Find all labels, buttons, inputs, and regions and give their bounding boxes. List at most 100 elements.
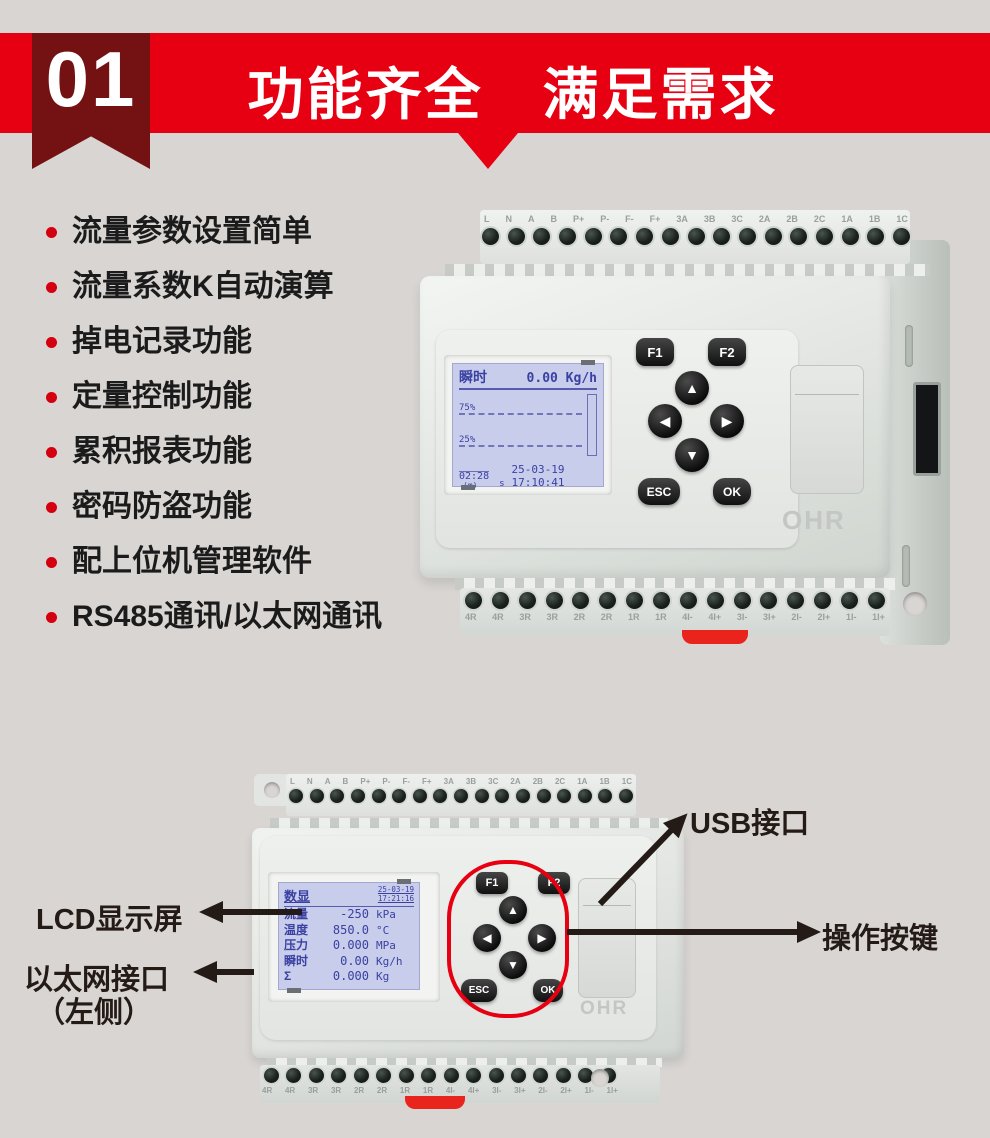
brand-logo: OHR	[580, 998, 629, 1019]
ribbon-badge: 01	[32, 33, 150, 169]
terminal-label: 4R	[284, 1086, 296, 1095]
terminal-label: 1R	[399, 1086, 411, 1095]
up-button: ▲	[675, 371, 709, 405]
terminal-screw	[264, 1068, 279, 1083]
section-number: 01	[45, 35, 137, 123]
terminal-label: 3B	[703, 214, 716, 224]
terminal-label: 3R	[330, 1086, 342, 1095]
terminal-label: 2C	[813, 214, 826, 224]
terminal-label: A	[527, 214, 535, 224]
f1-button: F1	[636, 338, 674, 366]
lcd-row-value: 850.0	[332, 922, 369, 937]
terminal-screw	[330, 789, 345, 803]
label-usb-port: USB接口	[690, 808, 810, 840]
up-arrow-icon: ▲	[685, 380, 699, 396]
terminal-label: 1A	[841, 214, 853, 224]
terminal-screw	[533, 228, 551, 245]
terminal-screw	[286, 1068, 302, 1083]
terminal-screw	[474, 789, 489, 803]
lcd-date: 25-03-19	[377, 885, 414, 894]
esc-button: ESC	[638, 478, 680, 505]
mounting-hole	[591, 1069, 609, 1087]
terminal-label: 2B	[532, 777, 543, 786]
terminal-label: 2B	[786, 214, 798, 224]
terminal-screw	[353, 1068, 369, 1083]
feature-item: 掉电记录功能	[44, 324, 444, 360]
label-ethernet-port: 以太网接口	[24, 964, 170, 996]
terminal-label: 2R	[376, 1086, 388, 1095]
terminal-label: 3R	[546, 612, 558, 622]
terminal-label: F+	[422, 777, 432, 786]
terminal-label: 2A	[510, 777, 521, 786]
terminal-label: 2C	[554, 777, 566, 786]
section-banner	[0, 33, 990, 133]
terminal-label: 1R	[655, 612, 667, 622]
terminal-label: B	[342, 777, 349, 786]
terminal-label: 1A	[577, 777, 588, 786]
terminal-screw	[491, 592, 509, 609]
terminal-screw	[412, 789, 427, 803]
right-button: ▶	[528, 924, 556, 952]
terminal-screw	[371, 789, 386, 803]
terminal-screw	[706, 592, 724, 609]
terminal-label: L	[290, 777, 295, 786]
feature-item: 密码防盗功能	[44, 489, 444, 525]
terminal-screw	[653, 592, 671, 609]
arrow-to-lcd-shaft	[220, 909, 302, 915]
terminal-screw	[559, 228, 577, 245]
terminal-label: 1C	[896, 214, 908, 224]
terminal-screw	[545, 592, 563, 609]
lcd-status-row: 02:28 (m) s 25-03-19 17:10:41	[459, 463, 597, 490]
housing-ribs	[455, 578, 895, 590]
terminal-label: 4R	[492, 612, 504, 622]
lcd-row-value: 0.000	[332, 938, 369, 952]
terminal-label: P-	[600, 214, 610, 224]
terminal-screw	[309, 789, 324, 803]
terminal-screw	[599, 592, 617, 609]
terminal-screw	[578, 1068, 594, 1083]
terminal-screws-top	[482, 228, 910, 245]
terminal-label: P+	[572, 214, 585, 224]
terminal-label: 1I-	[584, 1086, 594, 1095]
terminal-label: 3I-	[736, 612, 748, 622]
terminal-label: 2R	[600, 612, 613, 622]
terminal-label: A	[324, 777, 331, 786]
terminal-screw	[421, 1068, 437, 1083]
terminal-label: 4I+	[708, 612, 722, 622]
terminal-label: 2I+	[817, 612, 831, 622]
terminal-screw	[443, 1068, 459, 1083]
down-arrow-icon: ▼	[685, 447, 699, 463]
terminal-label: 1R	[422, 1086, 434, 1095]
lcd-datetime: 25-03-19 17:21:16	[377, 885, 414, 905]
lcd-row: 流量 -250 kPa	[284, 907, 414, 923]
terminal-screw	[392, 789, 407, 803]
lcd-screen: 瞬时 0.00 Kg/h 75% 25% 02:28 (m) s 25-03-1…	[452, 360, 604, 490]
vent-slot	[905, 325, 913, 367]
terminal-label: N	[505, 214, 512, 224]
side-connector-port	[913, 382, 941, 476]
terminal-screw	[598, 789, 613, 803]
terminal-screw	[790, 228, 808, 245]
lcd-row: 压力 0.000 MPa	[284, 938, 414, 954]
lcd-flow-value: 0.00 Kg/h	[526, 371, 597, 386]
housing-ribs	[270, 818, 668, 828]
terminal-label: F+	[649, 214, 661, 224]
terminal-label: 2I-	[538, 1086, 548, 1095]
feature-item: 配上位机管理软件	[44, 544, 444, 580]
terminal-screw	[584, 228, 602, 245]
lcd-header: 瞬时 0.00 Kg/h	[459, 367, 597, 390]
terminal-screw	[610, 228, 628, 245]
terminal-label: 4I-	[445, 1086, 456, 1095]
terminal-screw	[713, 228, 731, 245]
terminal-screw	[814, 592, 832, 609]
chart-25-label: 25%	[459, 435, 476, 445]
din-clip	[682, 630, 748, 644]
feature-list: 流量参数设置简单流量系数K自动演算掉电记录功能定量控制功能累积报表功能密码防盗功…	[44, 214, 444, 654]
terminal-label: 1I+	[872, 612, 885, 622]
left-arrow-icon: ◀	[482, 931, 492, 945]
terminal-screw	[488, 1068, 504, 1083]
mounting-ear	[254, 774, 290, 806]
